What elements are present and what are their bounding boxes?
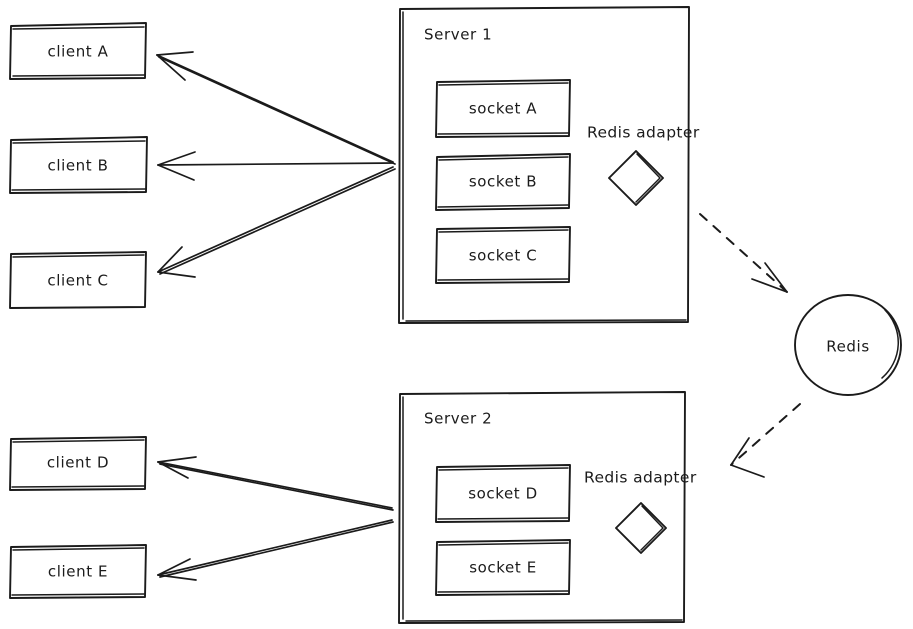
socket-b-label: socket B — [469, 173, 537, 191]
redis-node[interactable]: Redis — [794, 294, 902, 396]
server-1-redis-adapter-diamond-icon — [608, 150, 664, 206]
client-c-label: client C — [47, 272, 108, 290]
socket-c-label: socket C — [469, 247, 538, 265]
arrow-server2-to-client-e — [157, 519, 394, 581]
arrow-redis-to-server2 — [730, 403, 801, 478]
client-d-label: client D — [47, 454, 109, 472]
server-1-node[interactable]: Server 1 socket A socket B socket C Redi… — [398, 6, 700, 324]
server-2-label: Server 2 — [424, 410, 492, 428]
client-a-node[interactable]: client A — [9, 22, 147, 80]
socket-b-node[interactable]: socket B — [435, 153, 571, 211]
arrow-server1-to-client-a — [156, 51, 396, 165]
socket-d-node[interactable]: socket D — [435, 464, 571, 523]
socket-c-node[interactable]: socket C — [435, 226, 571, 284]
arrow-server2-to-client-d — [157, 456, 394, 511]
arrow-server1-to-client-c — [157, 166, 396, 278]
server-2-redis-adapter-diamond-icon — [615, 502, 667, 554]
server-1-redis-adapter-label: Redis adapter — [587, 124, 700, 142]
socket-a-label: socket A — [469, 100, 537, 118]
client-e-node[interactable]: client E — [9, 544, 147, 599]
socket-a-node[interactable]: socket A — [435, 79, 571, 138]
redis-label: Redis — [826, 338, 869, 356]
client-b-node[interactable]: client B — [9, 136, 148, 194]
client-e-label: client E — [48, 563, 108, 581]
arrow-server1-to-redis — [699, 213, 788, 293]
socket-d-label: socket D — [468, 485, 538, 503]
arrow-server1-to-client-b — [157, 151, 394, 181]
client-a-label: client A — [47, 43, 108, 61]
server-2-node[interactable]: Server 2 socket D socket E Redis adapter — [398, 391, 697, 624]
client-b-label: client B — [47, 157, 108, 175]
client-c-node[interactable]: client C — [9, 251, 147, 309]
server-1-label: Server 1 — [424, 26, 492, 44]
socket-e-label: socket E — [469, 559, 537, 577]
client-d-node[interactable]: client D — [9, 436, 147, 491]
server-2-redis-adapter-label: Redis adapter — [584, 469, 697, 487]
socket-e-node[interactable]: socket E — [435, 539, 571, 596]
